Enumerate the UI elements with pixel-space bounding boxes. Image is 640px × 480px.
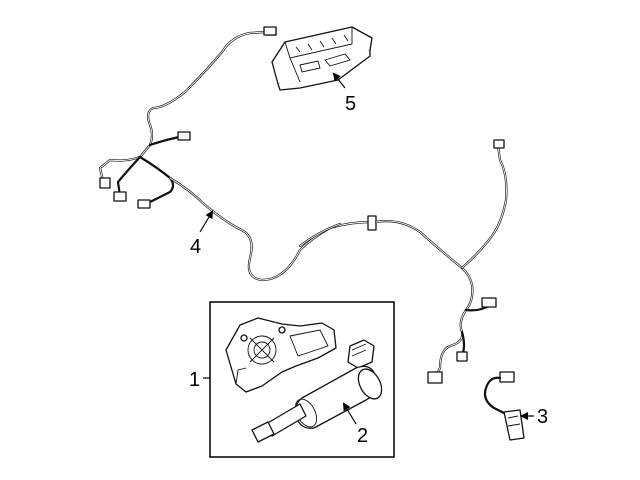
leader-line-2 bbox=[342, 402, 357, 425]
callout-5: 5 bbox=[345, 93, 356, 115]
sensor-part bbox=[483, 371, 525, 441]
control-module-part bbox=[265, 26, 373, 91]
callout-4: 4 bbox=[190, 236, 201, 258]
leader-line-4 bbox=[199, 210, 214, 233]
callout-2: 2 bbox=[357, 425, 368, 447]
wiring-harness-part bbox=[98, 26, 508, 384]
gear-housing-part bbox=[225, 317, 337, 393]
motor-part bbox=[251, 339, 383, 443]
callout-3: 3 bbox=[537, 406, 548, 428]
assembly-frame bbox=[209, 301, 395, 458]
callout-1: 1 bbox=[189, 369, 200, 391]
leader-line-5 bbox=[332, 72, 346, 89]
